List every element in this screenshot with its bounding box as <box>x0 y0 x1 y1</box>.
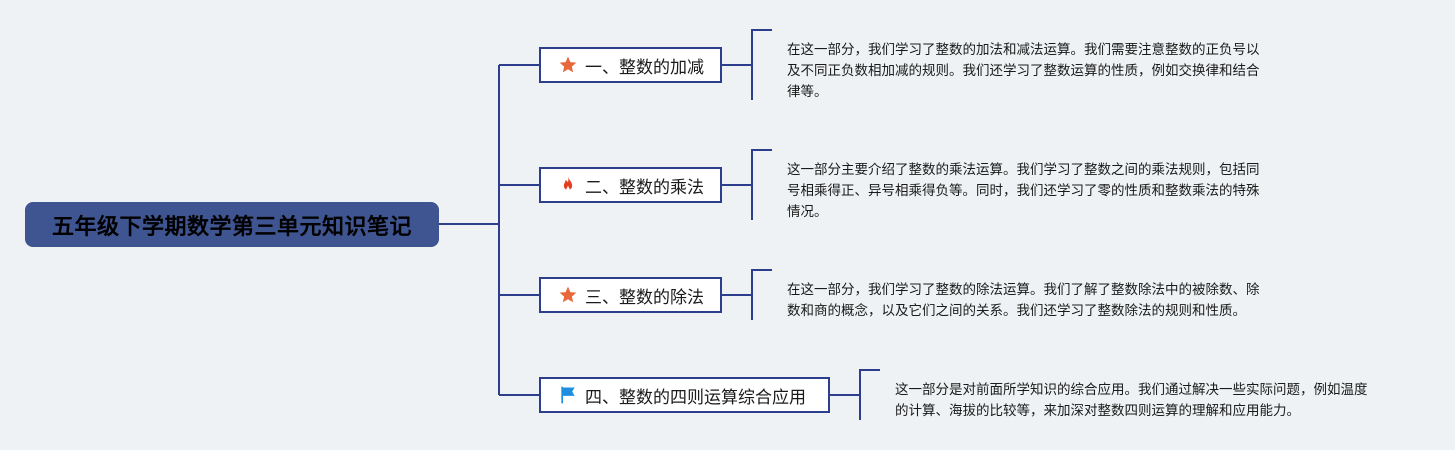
branch-label: 三、整数的除法 <box>585 287 704 308</box>
branch-note-2: 这一部分主要介绍了整数的乘法运算。我们学习了整数之间的乘法规则，包括同 号相乘得… <box>787 162 1260 220</box>
flag-icon <box>557 384 579 406</box>
star-icon <box>557 284 579 306</box>
branch-node-4[interactable]: 四、整数的四则运算综合应用 <box>539 377 830 413</box>
star-icon <box>557 54 579 76</box>
fire-icon <box>557 174 579 196</box>
branch-note-3: 在这一部分，我们学习了整数的除法运算。我们了解了整数除法中的被除数、除 数和商的… <box>787 282 1260 319</box>
branch-node-1[interactable]: 一、整数的加减 <box>539 47 722 83</box>
branch-label: 四、整数的四则运算综合应用 <box>585 387 806 408</box>
branch-node-2[interactable]: 二、整数的乘法 <box>539 167 722 203</box>
branch-note-4: 这一部分是对前面所学知识的综合应用。我们通过解决一些实际问题，例如温度 的计算、… <box>895 382 1368 419</box>
branch-note-1: 在这一部分，我们学习了整数的加法和减法运算。我们需要注意整数的正负号以 及不同正… <box>787 42 1260 100</box>
branch-label: 一、整数的加减 <box>585 57 704 78</box>
branch-label: 二、整数的乘法 <box>585 177 704 198</box>
root-title: 五年级下学期数学第三单元知识笔记 <box>51 214 412 240</box>
root-node[interactable]: 五年级下学期数学第三单元知识笔记 <box>25 202 439 247</box>
branch-node-3[interactable]: 三、整数的除法 <box>539 277 722 313</box>
